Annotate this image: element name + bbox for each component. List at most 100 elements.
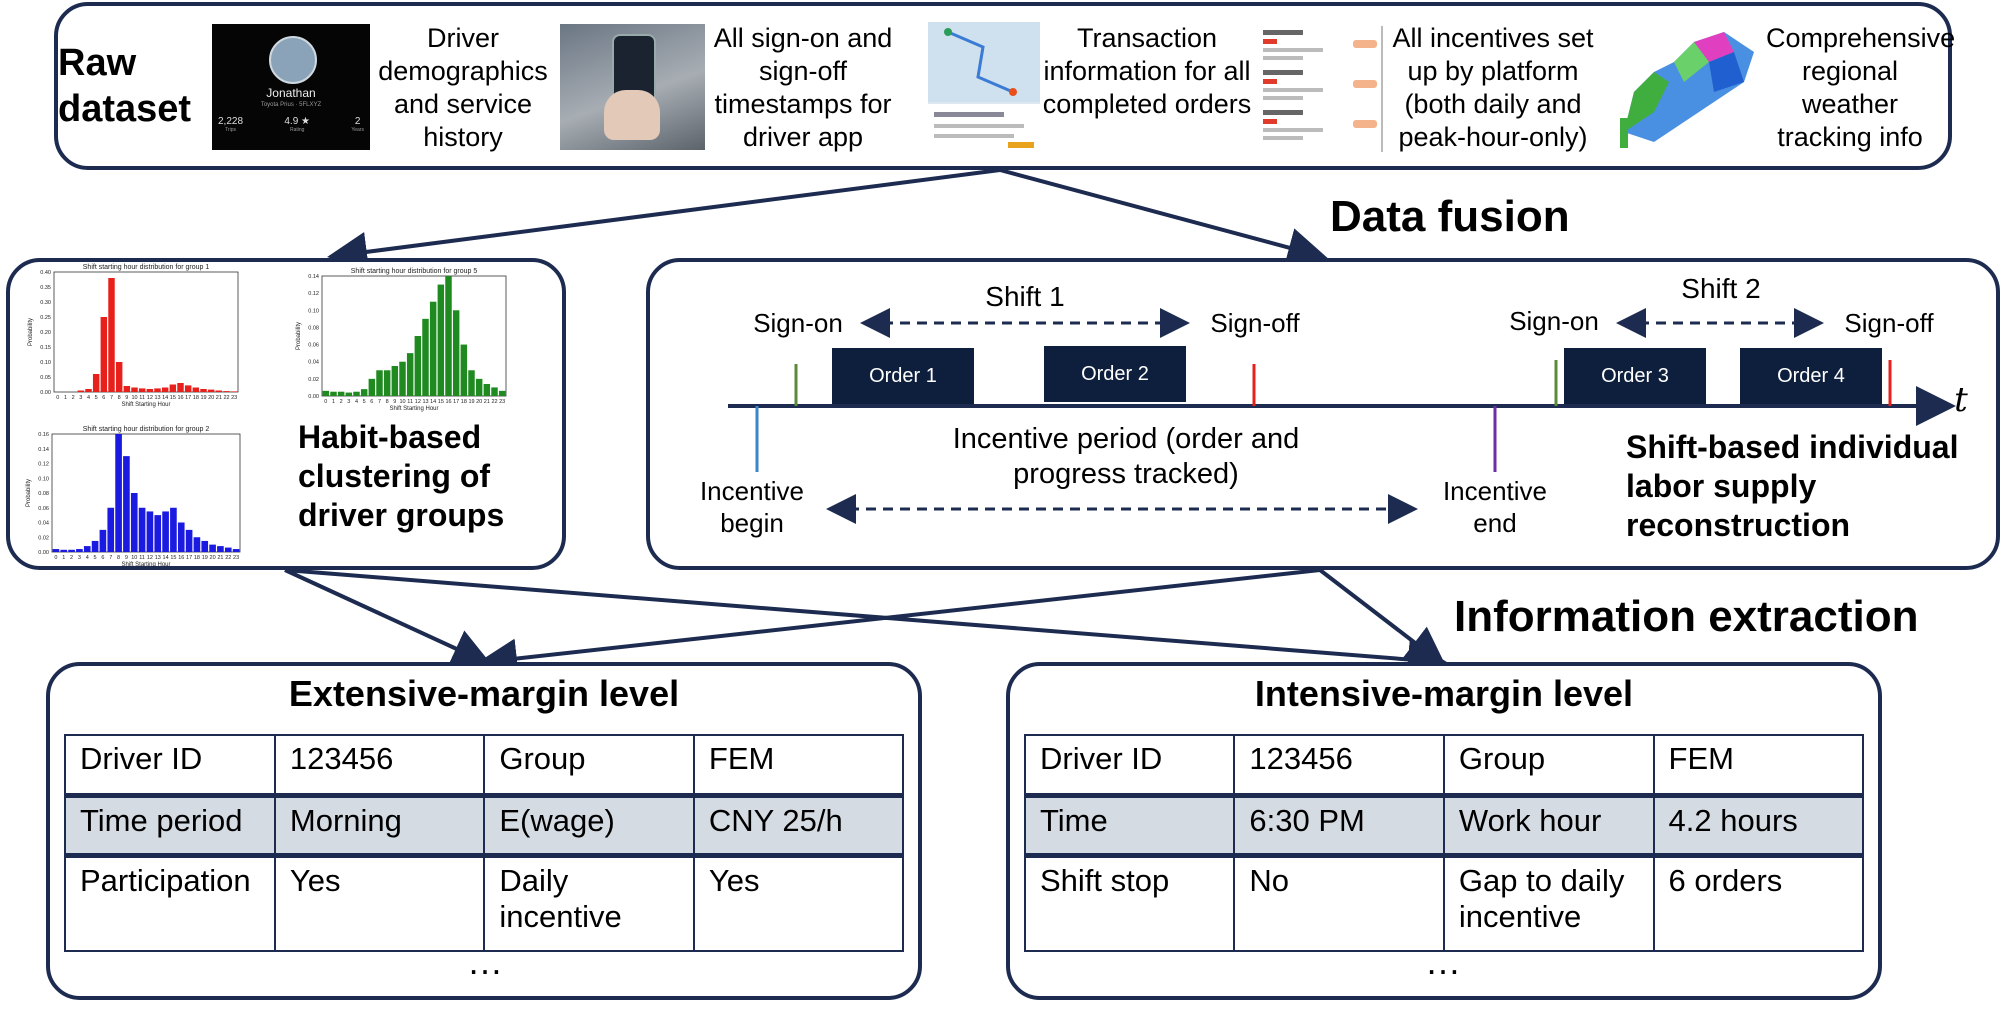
chart-xtick-label: 9 xyxy=(125,555,128,561)
chart-xtick-label: 0 xyxy=(54,555,57,561)
chart-xtick-label: 2 xyxy=(70,555,73,561)
table-cell: FEM xyxy=(1652,734,1865,796)
intensive-margin-table: Driver ID 123456 Group FEM Time 6:30 PM … xyxy=(1023,734,1865,952)
chart-ytick-label: 0.30 xyxy=(40,300,51,306)
chart-ytick-label: 0.12 xyxy=(308,291,319,297)
chart-bar xyxy=(468,370,475,396)
shift1-label: Shift 1 xyxy=(985,281,1065,312)
chart-xtick-label: 22 xyxy=(225,555,231,561)
chart-xlabel: Shift Starting Hour xyxy=(121,562,170,568)
chart-bar xyxy=(345,392,353,396)
chart-bar xyxy=(376,370,383,396)
chart-ytick-label: 0.20 xyxy=(40,330,51,336)
chart-frame xyxy=(321,275,507,397)
table-row: Driver ID 123456 Group FEM xyxy=(1023,734,1865,796)
chart-xtick-label: 4 xyxy=(87,395,90,401)
chart-frame xyxy=(51,433,241,553)
chart-bar xyxy=(460,344,468,396)
table-cell: Daily incentive xyxy=(483,854,695,952)
hand-icon xyxy=(604,90,660,140)
chart-ytick-label: 0.12 xyxy=(38,462,49,468)
table-cell: FEM xyxy=(692,734,905,796)
chart-bar xyxy=(330,391,337,396)
chart-frame xyxy=(53,271,239,393)
chart-bar xyxy=(452,310,460,396)
table-cell: 6 orders xyxy=(1652,854,1865,952)
arrow-clustering-to-intensive xyxy=(284,568,1448,680)
chart-ylabel: Probability xyxy=(296,322,302,350)
table-row: Time period Morning E(wage) CNY 25/h xyxy=(64,792,905,858)
chart-xtick-label: 10 xyxy=(131,395,137,401)
chart-bar xyxy=(491,387,498,396)
chart-bar xyxy=(115,434,122,552)
cluster-charts: Shift starting hour distribution for gro… xyxy=(26,264,507,568)
chart-bar xyxy=(161,387,169,392)
chart-xtick-label: 8 xyxy=(118,395,121,401)
table-cell: Gap to daily incentive xyxy=(1442,854,1655,952)
profile-stat: 4.9 ★Rating xyxy=(284,116,311,133)
chart-bar xyxy=(130,493,138,552)
raw-item-text-4: All incentives set up by platform (both … xyxy=(1392,23,1594,152)
chart-xtick-label: 1 xyxy=(64,395,67,401)
chart-ytick-label: 0.02 xyxy=(38,535,49,541)
chart-bar xyxy=(107,507,115,552)
chart-xtick-label: 7 xyxy=(110,395,113,401)
chart-bar xyxy=(368,378,376,396)
extensive-ellipsis: … xyxy=(467,941,503,982)
chart-xtick-label: 13 xyxy=(155,555,161,561)
chart-bar xyxy=(192,387,200,392)
chart-ytick-label: 0.04 xyxy=(308,360,319,366)
table-cell: Work hour xyxy=(1442,792,1655,858)
chart-ytick-label: 0.08 xyxy=(38,491,49,497)
chart-xtick-label: 1 xyxy=(62,555,65,561)
raw-dataset-title: Raw dataset xyxy=(58,42,192,131)
chart-bar xyxy=(185,529,193,552)
chart-bar xyxy=(414,336,422,396)
chart-xtick-label: 13 xyxy=(154,395,160,401)
chart-ytick-label: 0.00 xyxy=(40,390,51,396)
time-axis-label: t xyxy=(1954,380,1968,420)
chart-xtick-label: 7 xyxy=(378,399,381,405)
chart-ytick-label: 0.05 xyxy=(40,375,51,381)
information-extraction-label: Information extraction xyxy=(1454,592,1919,641)
chart-bar xyxy=(193,537,201,552)
chart-xtick-label: 11 xyxy=(407,399,413,405)
chart-bar xyxy=(115,362,123,392)
chart-bar xyxy=(209,544,216,552)
table-cell: No xyxy=(1233,854,1445,952)
chart-bar xyxy=(391,366,399,396)
chart-xtick-label: 16 xyxy=(178,555,184,561)
chart-xtick-label: 8 xyxy=(386,399,389,405)
chart-title: Shift starting hour distribution for gro… xyxy=(83,426,210,433)
table-cell: Shift stop xyxy=(1023,854,1236,952)
chart-xtick-label: 12 xyxy=(147,555,153,561)
table-cell: Group xyxy=(1442,734,1655,796)
chart-xtick-label: 9 xyxy=(393,399,396,405)
route-map-icon xyxy=(928,22,1040,152)
table-cell: Yes xyxy=(692,854,905,952)
chart-xtick-label: 0 xyxy=(324,399,327,405)
chart-bar xyxy=(230,391,238,392)
raw-item-text-5: Comprehensive regional weather tracking … xyxy=(1766,23,1956,152)
chart-bar xyxy=(215,390,223,392)
chart-ytick-label: 0.10 xyxy=(308,308,319,314)
incentive-end-label: Incentive end xyxy=(1442,476,1548,538)
chart-xtick-label: 19 xyxy=(200,395,206,401)
chart-xtick-label: 23 xyxy=(233,555,239,561)
chart-title: Shift starting hour distribution for gro… xyxy=(351,268,478,275)
chart-xtick-label: 14 xyxy=(163,555,169,561)
chart-xlabel: Shift Starting Hour xyxy=(389,406,438,412)
chart-xtick-label: 17 xyxy=(186,555,192,561)
chart-ytick-label: 0.08 xyxy=(308,325,319,331)
chart-bar xyxy=(322,390,330,396)
chart-bar xyxy=(154,388,161,392)
chart-bar xyxy=(92,374,100,392)
chart-bar xyxy=(383,370,391,396)
chart-bar xyxy=(445,276,452,396)
table-cell: Morning xyxy=(273,792,486,858)
weather-map-icon xyxy=(1620,32,1754,148)
chart-bar xyxy=(422,318,429,396)
table-cell: Group xyxy=(483,734,695,796)
incentive-list-icon xyxy=(1263,26,1383,152)
